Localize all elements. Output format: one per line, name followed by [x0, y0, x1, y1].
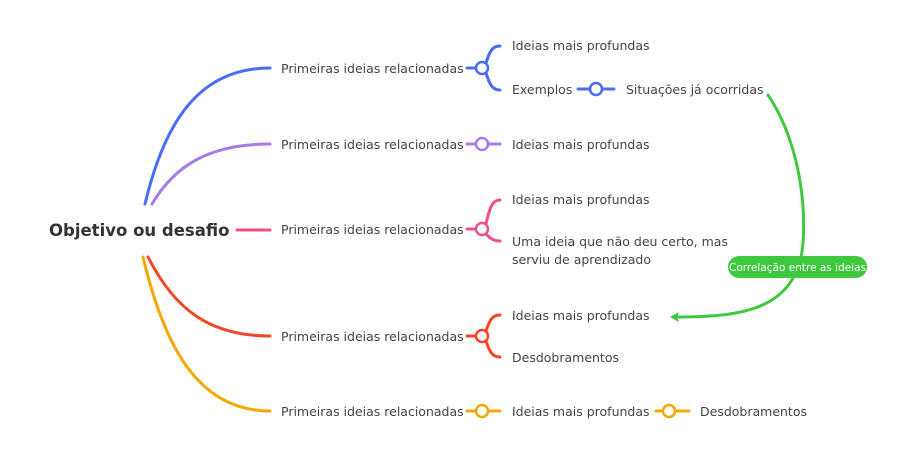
- subtopic[interactable]: Uma ideia que não deu certo, mas: [512, 234, 728, 249]
- branch-4-topic[interactable]: Primeiras ideias relacionadas: [281, 329, 464, 344]
- collapse-toggle[interactable]: [474, 221, 490, 237]
- branch-2-topic[interactable]: Primeiras ideias relacionadas: [281, 137, 464, 152]
- subtopic[interactable]: Ideias mais profundas: [512, 192, 650, 207]
- branch-4: Primeiras ideias relacionadas Ideias mai…: [146, 255, 650, 365]
- subtopic-line-2: serviu de aprendizado: [512, 252, 651, 267]
- branch-1-connector: [143, 66, 272, 206]
- collapse-toggle[interactable]: [588, 81, 604, 97]
- branch-2: Primeiras ideias relacionadas Ideias mai…: [150, 136, 650, 206]
- subtopic[interactable]: Ideias mais profundas: [512, 308, 650, 323]
- subtopic[interactable]: Desdobramentos: [512, 350, 619, 365]
- branch-5-topic[interactable]: Primeiras ideias relacionadas: [281, 404, 464, 419]
- arrow-head-icon: [670, 312, 679, 322]
- root-topic[interactable]: Objetivo ou desafio: [49, 221, 229, 240]
- relationship-label: Correlação entre as ideias: [729, 262, 866, 274]
- collapse-toggle[interactable]: [474, 60, 490, 76]
- subtopic[interactable]: Exemplos: [512, 82, 572, 97]
- collapse-toggle[interactable]: [661, 403, 677, 419]
- relationship-link[interactable]: Correlação entre as ideias: [670, 93, 867, 322]
- branch-1-topic[interactable]: Primeiras ideias relacionadas: [281, 61, 464, 76]
- branch-3-topic[interactable]: Primeiras ideias relacionadas: [281, 222, 464, 237]
- subtopic[interactable]: Ideias mais profundas: [512, 404, 650, 419]
- branch-3: Primeiras ideias relacionadas Ideias mai…: [235, 192, 728, 267]
- subtopic[interactable]: Ideias mais profundas: [512, 137, 650, 152]
- subtopic[interactable]: Ideias mais profundas: [512, 38, 650, 53]
- subtopic[interactable]: Situações já ocorridas: [626, 82, 764, 97]
- branch-1: Primeiras ideias relacionadas Ideias mai…: [143, 38, 764, 206]
- relationship-label-pill[interactable]: [728, 256, 867, 278]
- collapse-toggle[interactable]: [474, 328, 490, 344]
- collapse-toggle[interactable]: [474, 403, 490, 419]
- subtopic[interactable]: Desdobramentos: [700, 404, 807, 419]
- branch-5: Primeiras ideias relacionadas Ideias mai…: [141, 255, 807, 419]
- collapse-toggle[interactable]: [474, 136, 490, 152]
